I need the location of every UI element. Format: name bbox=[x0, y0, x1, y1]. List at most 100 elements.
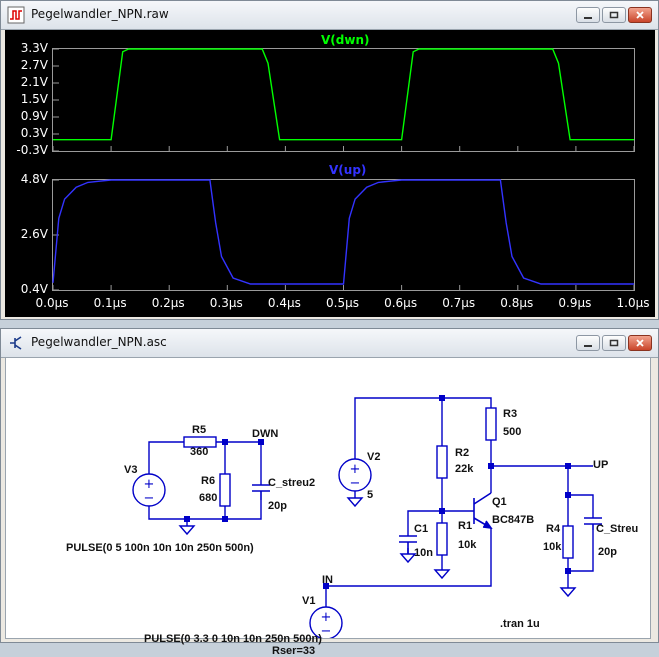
c-streu-capacitor[interactable] bbox=[584, 517, 602, 530]
v1-pulse-spec: PULSE(0 3.3 0 10n 10n 250n 500n) bbox=[144, 633, 322, 645]
schematic-window-title: Pegelwandler_NPN.asc bbox=[31, 335, 167, 349]
r5-value: 360 bbox=[190, 446, 209, 458]
x-tick-label: 0.3µs bbox=[209, 296, 243, 310]
x-tick-label: 1.0µs bbox=[616, 296, 650, 310]
v2-source[interactable]: + − bbox=[338, 458, 372, 492]
restore-button[interactable] bbox=[602, 7, 626, 23]
pane-vdwn bbox=[52, 48, 635, 152]
vup-trace bbox=[52, 179, 635, 291]
y-tick-label: 0.4V bbox=[20, 282, 48, 296]
v3-source[interactable]: + − bbox=[132, 473, 166, 507]
schematic-canvas[interactable]: + − + − bbox=[5, 357, 651, 657]
close-icon bbox=[636, 339, 644, 347]
q1-transistor[interactable] bbox=[473, 492, 493, 530]
c1-label: C1 bbox=[414, 523, 429, 535]
x-tick-label: 0.5µs bbox=[326, 296, 359, 310]
pane-vup bbox=[52, 179, 635, 291]
r1-resistor[interactable] bbox=[436, 522, 448, 556]
plot-window: Pegelwandler_NPN.raw V(dwn) V(up) 3.3V 2.… bbox=[0, 0, 659, 320]
vdwn-trace bbox=[52, 48, 635, 152]
v2-value: 5 bbox=[367, 489, 374, 501]
plot-titlebar[interactable]: Pegelwandler_NPN.raw bbox=[1, 1, 658, 30]
r2-resistor[interactable] bbox=[436, 445, 448, 479]
r3-resistor[interactable] bbox=[485, 407, 497, 441]
r4-label: R4 bbox=[546, 523, 561, 535]
series-line bbox=[52, 179, 634, 285]
svg-text:+: + bbox=[144, 477, 155, 492]
x-tick-label: 0.1µs bbox=[93, 296, 127, 310]
x-tick-label: 0.0µs bbox=[35, 296, 69, 310]
y-tick-label: 2.1V bbox=[20, 75, 48, 89]
schematic-titlebar[interactable]: Pegelwandler_NPN.asc bbox=[1, 329, 658, 358]
r2-label: R2 bbox=[455, 447, 470, 459]
c-streu-value: 20p bbox=[598, 546, 617, 558]
y-tick-label: 2.6V bbox=[20, 227, 48, 241]
v1-source[interactable]: + − bbox=[309, 606, 343, 638]
svg-text:+: + bbox=[350, 462, 361, 477]
x-tick-label: 0.9µs bbox=[558, 296, 592, 310]
dwn-net-label: DWN bbox=[252, 428, 279, 440]
q1-label: Q1 bbox=[492, 496, 507, 508]
r6-value: 680 bbox=[199, 492, 218, 504]
r4-value: 10k bbox=[543, 541, 562, 553]
r5-resistor[interactable] bbox=[183, 436, 217, 448]
close-button[interactable] bbox=[628, 7, 652, 23]
vdwn-title: V(dwn) bbox=[321, 33, 370, 47]
minimize-icon bbox=[584, 17, 592, 19]
r6-resistor[interactable] bbox=[219, 473, 231, 507]
v3-pulse-spec: PULSE(0 5 100n 10n 10n 250n 500n) bbox=[66, 542, 254, 554]
minimize-button[interactable] bbox=[576, 335, 600, 351]
y-tick-label: 0.3V bbox=[20, 126, 48, 140]
y-tick-label: 3.3V bbox=[20, 41, 48, 55]
up-net-label: UP bbox=[593, 459, 609, 471]
r3-label: R3 bbox=[503, 408, 518, 420]
ground-symbol bbox=[433, 569, 451, 580]
v1-label: V1 bbox=[302, 595, 316, 607]
v3-label: V3 bbox=[124, 464, 138, 476]
y-tick-label: 1.5V bbox=[20, 92, 48, 106]
r3-value: 500 bbox=[503, 426, 522, 438]
r1-label: R1 bbox=[458, 520, 473, 532]
junction-dots bbox=[184, 395, 571, 589]
restore-icon bbox=[609, 339, 619, 347]
r4-resistor[interactable] bbox=[562, 525, 574, 559]
svg-text:−: − bbox=[321, 624, 332, 638]
y-tick-label: 2.7V bbox=[20, 58, 48, 72]
plot-window-title: Pegelwandler_NPN.raw bbox=[31, 7, 169, 21]
svg-text:−: − bbox=[350, 476, 361, 491]
tran-directive: .tran 1u bbox=[500, 618, 540, 630]
c1-capacitor[interactable] bbox=[399, 535, 417, 554]
ground-symbol bbox=[399, 553, 417, 564]
v1-rser-label: Rser=33 bbox=[272, 645, 316, 657]
r6-label: R6 bbox=[201, 475, 216, 487]
r5-label: R5 bbox=[192, 424, 207, 436]
x-tick-label: 0.6µs bbox=[384, 296, 418, 310]
close-icon bbox=[636, 11, 644, 19]
close-button[interactable] bbox=[628, 335, 652, 351]
ground-symbol bbox=[346, 497, 364, 508]
y-tick-label: -0.3V bbox=[16, 143, 48, 157]
restore-button[interactable] bbox=[602, 335, 626, 351]
c-streu-label: C_Streu bbox=[596, 523, 639, 535]
x-tick-label: 0.7µs bbox=[442, 296, 476, 310]
c-streu2-label: C_streu2 bbox=[268, 477, 316, 489]
c-streu2-capacitor[interactable] bbox=[252, 484, 270, 500]
svg-text:−: − bbox=[144, 491, 155, 506]
svg-text:+: + bbox=[321, 610, 332, 625]
schematic-drawing: + − + − bbox=[132, 395, 602, 638]
minimize-button[interactable] bbox=[576, 7, 600, 23]
transistor-icon bbox=[10, 336, 22, 350]
x-tick-label: 0.8µs bbox=[500, 296, 534, 310]
c1-value: 10n bbox=[414, 547, 433, 559]
waveform-icon bbox=[7, 6, 25, 24]
r2-value: 22k bbox=[455, 463, 474, 475]
x-tick-label: 0.4µs bbox=[267, 296, 301, 310]
q1-model: BC847B bbox=[492, 514, 535, 526]
ground-symbol bbox=[178, 525, 196, 536]
minimize-icon bbox=[584, 345, 592, 347]
schematic-window: Pegelwandler_NPN.asc bbox=[0, 328, 659, 657]
y-tick-label: 4.8V bbox=[20, 172, 48, 186]
vup-title: V(up) bbox=[329, 163, 367, 177]
series-line bbox=[53, 48, 634, 141]
